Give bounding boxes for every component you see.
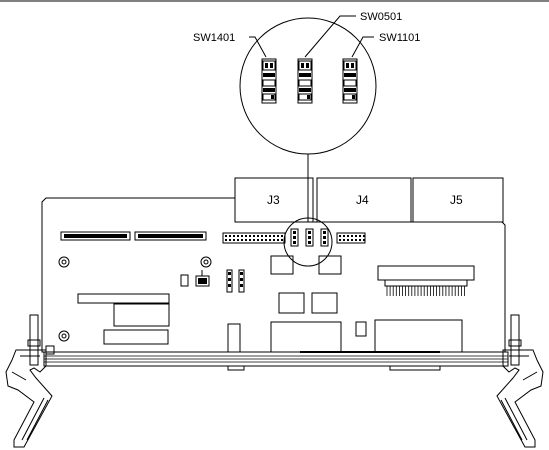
header-pin <box>225 239 227 241</box>
header-pin <box>229 235 231 237</box>
switch-area-circle <box>283 217 333 267</box>
ejector-handle-left <box>5 349 53 448</box>
header-pin <box>359 235 361 237</box>
connector-j4-label: J4 <box>356 193 369 207</box>
header-pin <box>359 239 361 241</box>
switch-sw1101 <box>342 58 358 104</box>
mounting-hole-lower <box>58 330 70 342</box>
header-pin <box>225 235 227 237</box>
mounting-hole-upper <box>58 256 70 268</box>
front-rail <box>43 351 509 371</box>
header-pin <box>257 235 259 237</box>
ejector-handle-right <box>496 349 544 448</box>
header-pin <box>265 235 267 237</box>
header-pin <box>273 235 275 237</box>
header-pin <box>249 239 251 241</box>
connector-j5-label: J5 <box>450 193 463 207</box>
header-pin <box>339 239 341 241</box>
guide-pin-right <box>508 314 522 366</box>
header-pin <box>253 239 255 241</box>
label-sw1401: SW1401 <box>193 32 235 44</box>
block-lower-center <box>270 321 342 353</box>
header-pin <box>241 239 243 241</box>
connector-j5 <box>412 177 504 223</box>
header-pin <box>339 235 341 237</box>
switch-sw0501 <box>297 58 313 104</box>
leader-sw1101 <box>351 36 374 58</box>
header-pin <box>347 239 349 241</box>
header-pin <box>273 239 275 241</box>
header-pin <box>269 239 271 241</box>
header-pin <box>277 239 279 241</box>
magnified-switch-detail: SW1401 SW0501 SW1101 <box>193 11 420 222</box>
ic-column-left <box>226 269 233 293</box>
header-pin <box>233 239 235 241</box>
header-pin <box>249 235 251 237</box>
header-pin <box>237 239 239 241</box>
mounting-hole-middle <box>200 256 212 268</box>
connector-j4 <box>316 177 412 223</box>
header-pin <box>343 235 345 237</box>
board-switch-3 <box>320 228 329 247</box>
header-pin <box>245 239 247 241</box>
header-pin <box>351 239 353 241</box>
chip-center-left <box>270 255 294 275</box>
header-pin <box>257 239 259 241</box>
leader-sw0501 <box>304 15 356 58</box>
header-pin <box>241 235 243 237</box>
chip-block-2 <box>113 303 170 327</box>
header-pin <box>355 235 357 237</box>
ic-column-right <box>238 269 245 293</box>
header-pin <box>261 239 263 241</box>
chip-strip-3 <box>103 329 169 345</box>
block-lower-right <box>374 319 463 353</box>
pmc-connector-left <box>60 231 131 241</box>
header-strip-left <box>222 232 286 244</box>
chip-strip-1 <box>77 293 170 304</box>
switch-sw1401 <box>261 58 277 104</box>
header-pin <box>269 235 271 237</box>
chip-mid-1 <box>278 292 305 314</box>
header-pin <box>229 239 231 241</box>
guide-pin-left <box>27 314 41 366</box>
label-sw1101: SW1101 <box>379 32 420 44</box>
board-switch-2 <box>305 228 314 247</box>
board-outline <box>41 197 506 353</box>
header-strip-right <box>336 232 366 244</box>
block-lower-tiny <box>355 321 367 337</box>
small-chip-1 <box>180 274 189 287</box>
header-pin <box>233 235 235 237</box>
header-pin <box>253 235 255 237</box>
chip-mid-2 <box>311 292 338 314</box>
connector-j3 <box>234 177 314 223</box>
header-pin <box>237 235 239 237</box>
header-pin <box>265 239 267 241</box>
header-pin <box>355 239 357 241</box>
corner-pad <box>45 345 55 355</box>
transistor <box>195 270 210 287</box>
label-sw0501: SW0501 <box>360 11 402 23</box>
header-pin <box>245 235 247 237</box>
header-pin <box>363 239 365 241</box>
header-pin <box>347 235 349 237</box>
header-pin <box>281 235 283 237</box>
chip-center-right <box>318 255 342 275</box>
block-lower-small <box>227 323 241 353</box>
board-switch-1 <box>290 228 299 247</box>
header-pin <box>277 235 279 237</box>
header-pin <box>363 235 365 237</box>
header-pin <box>281 239 283 241</box>
connector-j3-label: J3 <box>267 193 280 207</box>
header-pin <box>261 235 263 237</box>
large-connector <box>377 265 475 296</box>
pmc-connector-right <box>134 231 207 241</box>
header-pin <box>343 239 345 241</box>
header-pin <box>351 235 353 237</box>
leader-sw1401 <box>249 36 267 58</box>
circuit-board: J3 J4 J5 <box>41 177 506 355</box>
